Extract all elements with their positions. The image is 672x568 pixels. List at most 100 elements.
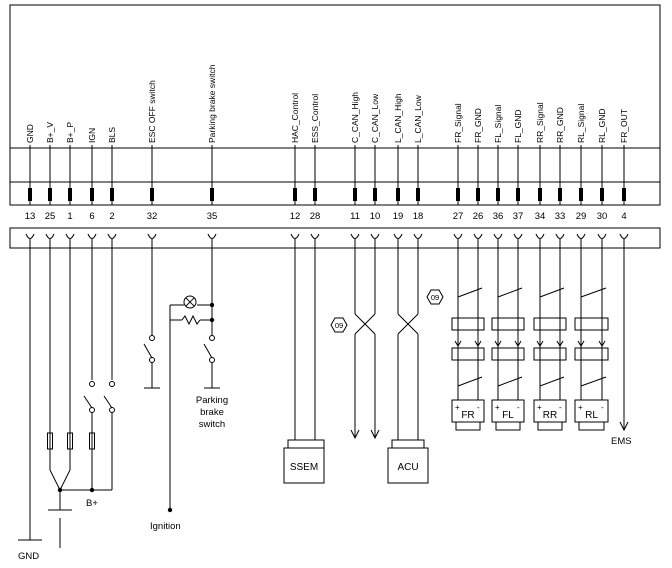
sensor-plus: + — [495, 403, 500, 412]
esc-off-switch — [143, 248, 160, 389]
terminal-cup-icon — [87, 233, 97, 239]
pin-label: C_CAN_High — [350, 92, 360, 143]
sensor: + -FR — [451, 248, 485, 431]
parking-label-2: brake — [200, 407, 224, 418]
pin-number: 30 — [597, 211, 608, 222]
pin-label: L_CAN_Low — [413, 94, 423, 143]
pin-number: 6 — [89, 211, 94, 222]
sensor-plus: + — [455, 403, 460, 412]
acu-module: ACU — [387, 248, 429, 484]
connector-pin: B+_V25 — [45, 122, 55, 248]
pin-label: IGN — [87, 128, 97, 143]
pin-label: GND — [25, 124, 35, 143]
terminal-cup-icon — [65, 233, 75, 239]
pin-number: 32 — [147, 211, 158, 222]
connector-pin: RR_GND 33 — [555, 107, 566, 248]
pin-label: B+_V — [45, 122, 55, 143]
sensor-plus: + — [537, 403, 542, 412]
pin-number: 29 — [576, 211, 587, 222]
terminal-cup-icon — [597, 233, 607, 239]
connector-pin: B+_P1 — [65, 122, 75, 248]
pin-label: RR_GND — [555, 107, 565, 143]
gnd-label: GND — [18, 551, 39, 562]
warning-lamp-icon — [183, 295, 197, 309]
sensor: + -FL — [491, 248, 525, 431]
wheel-speed-sensors: +-FR+-FL+-RR+-RL — [451, 248, 609, 431]
pin-label: L_CAN_High — [393, 93, 403, 143]
connector-pin: C_CAN_Low 10 — [370, 93, 381, 248]
pin-number: 4 — [621, 211, 626, 222]
ems-label: EMS — [611, 436, 632, 447]
fuse-icon — [89, 432, 95, 450]
pin-label: C_CAN_Low — [370, 93, 380, 143]
pin-number: 19 — [393, 211, 404, 222]
pin-number: 27 — [453, 211, 464, 222]
pin-number: 11 — [350, 211, 360, 222]
sensor-twist-label: 09 — [431, 293, 439, 302]
pin-number: 28 — [310, 211, 321, 222]
pin-label: Parking brake switch — [207, 64, 217, 143]
terminal-cup-icon — [555, 233, 565, 239]
terminal-cup-icon — [107, 233, 117, 239]
fuse-icon — [47, 432, 53, 450]
pin-label: FL_GND — [513, 109, 523, 143]
connector-pin: FL_GND 37 — [513, 109, 524, 248]
parking-label-3: switch — [199, 419, 225, 430]
pin-label: ESS_Control — [310, 94, 320, 143]
pin-label: RR_Signal — [535, 102, 545, 143]
terminal-cup-icon — [393, 233, 403, 239]
sensor-label: RR — [543, 410, 557, 421]
acu-label: ACU — [397, 462, 418, 473]
pin-label: FR_OUT — [619, 109, 629, 143]
terminal-cup-icon — [493, 233, 503, 239]
connector-pin: C_CAN_High 11 — [350, 92, 360, 248]
connector-pin: ESC OFF switch 32 — [147, 80, 158, 248]
sensor-plus: + — [578, 403, 583, 412]
connector-pin: L_CAN_Low 18 — [413, 94, 424, 248]
sensor: +-RR — [533, 248, 567, 431]
ssem-module: SSEM — [283, 248, 325, 484]
pin-number: 36 — [493, 211, 504, 222]
sensor-label: FR — [461, 410, 474, 421]
terminal-cup-icon — [473, 233, 483, 239]
pin-number: 33 — [555, 211, 566, 222]
connector-frame — [9, 4, 661, 249]
ignition-label: Ignition — [150, 521, 181, 532]
pin-number: 13 — [25, 211, 36, 222]
connector-pin: L_CAN_High 19 — [393, 93, 404, 248]
pin-number: 26 — [473, 211, 484, 222]
pin-label: FR_GND — [473, 108, 483, 143]
sensor-minus: - — [517, 403, 520, 412]
terminal-cup-icon — [290, 233, 300, 239]
terminal-cup-icon — [619, 233, 629, 239]
connector-pin: RL_Signal 29 — [576, 104, 587, 248]
pin-label: FL_Signal — [493, 105, 503, 143]
terminal-cup-icon — [576, 233, 586, 239]
arrow-down-icon — [370, 429, 380, 440]
pin-label: FR_Signal — [453, 103, 463, 143]
power-circuit: GND B+ — [18, 248, 115, 562]
connector-pin: FR_Signal 27 — [453, 103, 464, 248]
connector-pin: FR_OUT 4 — [619, 109, 629, 248]
terminal-cup-icon — [453, 233, 463, 239]
pin-number: 10 — [370, 211, 381, 222]
pin-label: ESC OFF switch — [147, 80, 157, 143]
terminal-cup-icon — [350, 233, 360, 239]
pin-label: RL_Signal — [576, 104, 586, 143]
sensor-label: FL — [502, 410, 514, 421]
pin-number: 37 — [513, 211, 524, 222]
pin-number: 35 — [207, 211, 218, 222]
pin-number: 18 — [413, 211, 424, 222]
sensor-minus: - — [601, 403, 604, 412]
terminal-cup-icon — [45, 233, 55, 239]
terminal-cup-icon — [147, 233, 157, 239]
terminal-cup-icon — [513, 233, 523, 239]
terminal-cup-icon — [370, 233, 380, 239]
fuse-icon — [67, 432, 73, 450]
terminal-cup-icon — [413, 233, 423, 239]
sensor-minus: - — [477, 403, 480, 412]
sensor-twist-badge: 09 — [426, 289, 444, 305]
